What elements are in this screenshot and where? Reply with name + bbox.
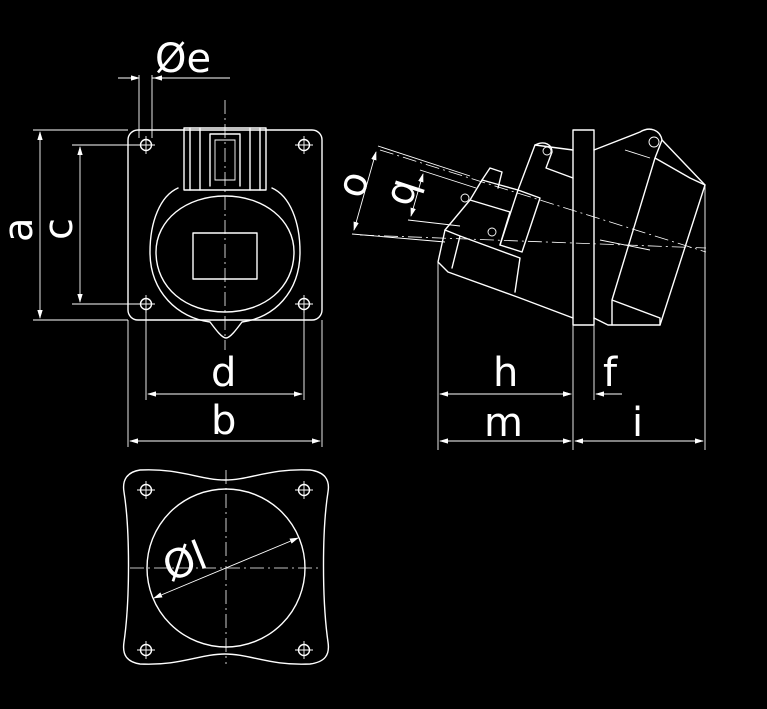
label-q: q [376, 173, 428, 211]
rear-mounting-holes [137, 481, 313, 659]
label-i: i [632, 400, 643, 446]
label-f: f [603, 350, 618, 396]
front-view [127, 100, 323, 350]
side-socket-tilted [437, 142, 574, 319]
rear-plate [122, 469, 330, 665]
label-l: Øl [157, 533, 214, 592]
label-c: c [36, 218, 82, 240]
label-e: Øe [155, 36, 211, 82]
side-dimensions [351, 145, 706, 450]
front-socket-body [149, 187, 301, 339]
label-d: d [211, 350, 236, 396]
label-a: a [0, 217, 42, 242]
label-o: o [328, 166, 379, 204]
label-m: m [484, 400, 523, 446]
side-flange [572, 129, 595, 326]
front-dimensions [33, 75, 323, 447]
side-view [359, 128, 707, 326]
label-b: b [211, 398, 236, 444]
side-rear-body [593, 128, 706, 326]
dimension-labels: Øe a c d b o q h f m i Øl [0, 36, 643, 591]
rear-view [122, 469, 330, 665]
label-h: h [493, 350, 518, 396]
